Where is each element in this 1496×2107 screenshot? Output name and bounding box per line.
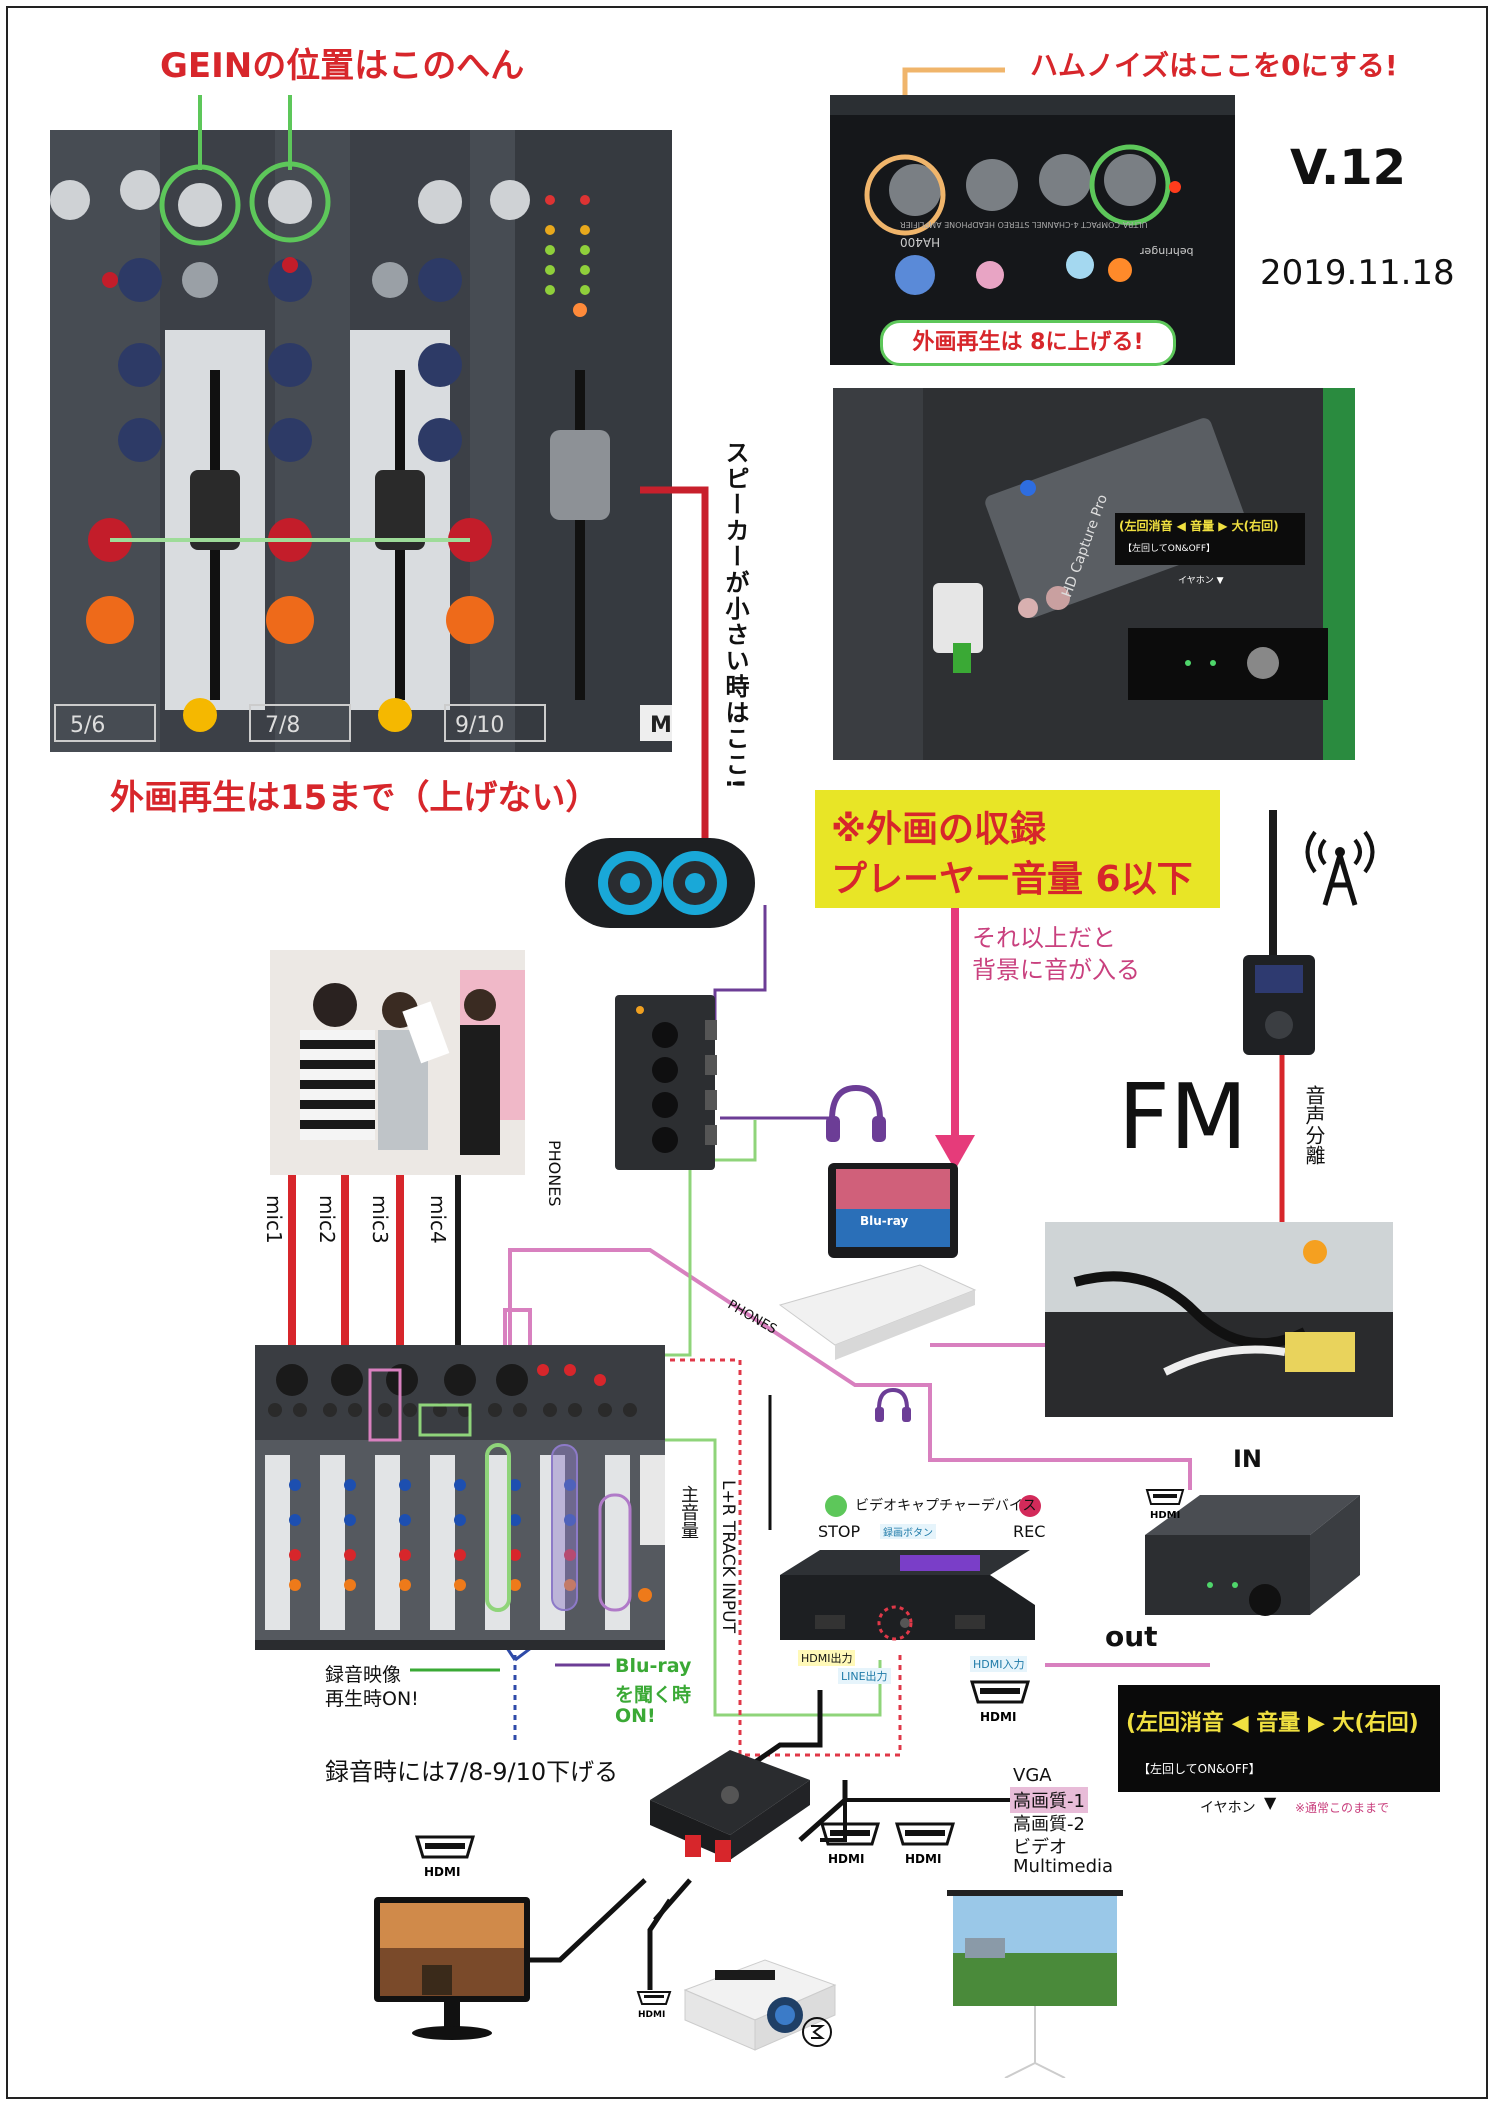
record-note: 録音時には7/8-9/10下げる bbox=[325, 1758, 619, 1786]
hdmi-capture-box bbox=[780, 1550, 1035, 1641]
capture-device-photo: HD Capture Pro (左回消音 ◀ 音量 ▶ 大(右回) 【左回してO… bbox=[833, 388, 1355, 760]
bluray-label-line2: を聞く時 bbox=[615, 1684, 692, 1706]
mic3-label: mic3 bbox=[368, 1195, 392, 1244]
hum-title: ハムノイズはここを0にする! bbox=[1030, 49, 1398, 82]
gain-title: GEINの位置はこのへん bbox=[160, 46, 525, 86]
small-headphones-icon bbox=[875, 1387, 911, 1422]
mixer-caption: 外画再生は15まで（上げない） bbox=[110, 778, 600, 818]
singers-drawing bbox=[270, 950, 525, 1175]
capture-stop-label: STOP bbox=[818, 1522, 861, 1541]
yellow-note-line1: ※外画の収録 bbox=[831, 809, 1046, 850]
capture-device-title: ビデオキャプチャーデバイス bbox=[855, 1498, 1037, 1514]
volume-info-box: (左回消音 ◀ 音量 ▶ 大(右回) 【左回してON&OFF】 bbox=[1118, 1685, 1440, 1792]
capture-photo-overlay: (左回消音 ◀ 音量 ▶ 大(右回) 【左回してON&OFF】 bbox=[1115, 513, 1305, 565]
projector-mode-hq2: 高画質-2 bbox=[1013, 1814, 1085, 1835]
hdmi-label-1: HDMI bbox=[1150, 1510, 1181, 1521]
hdmi-icon bbox=[970, 1680, 1030, 1704]
hdmi-icon bbox=[1145, 1489, 1185, 1505]
amp-model: HA400 bbox=[900, 235, 941, 249]
yellow-note-line2: プレーヤー音量 6以下 bbox=[831, 859, 1193, 900]
projector-screen bbox=[947, 1890, 1123, 2078]
capture-record-button-label[interactable]: 録画ボタン bbox=[880, 1524, 936, 1539]
amp-caption-badge: 外画再生は 8に上げる! bbox=[880, 320, 1176, 366]
line-out-label: LINE出力 bbox=[838, 1668, 891, 1684]
bluray-label-line1: Blu-ray bbox=[615, 1655, 692, 1677]
svg-text:Blu-ray: Blu-ray bbox=[860, 1214, 908, 1228]
converter-photo-drawing bbox=[1045, 1222, 1393, 1417]
bluray-player: Blu-ray bbox=[778, 1163, 977, 1360]
pink-note-line2: 背景に音が入る bbox=[972, 956, 1140, 984]
hdmi-label-6: HDMI bbox=[638, 2010, 666, 2020]
page-border bbox=[6, 6, 1488, 2099]
rec-video-label-line2: 再生時ON! bbox=[325, 1688, 419, 1710]
capture-rec-label: REC bbox=[1013, 1522, 1046, 1541]
projector-mode-multimedia: Multimedia bbox=[1013, 1856, 1114, 1877]
capture-photo-drawing bbox=[833, 388, 1355, 760]
power-icon bbox=[802, 2017, 832, 2047]
earphone-note: ※通常このままで bbox=[1295, 1801, 1390, 1815]
bluray-label-line3: ON! bbox=[615, 1705, 656, 1727]
capture-overlay-line1: (左回消音 ◀ 音量 ▶ 大(右回) bbox=[1119, 519, 1279, 533]
hdmi-label-5: HDMI bbox=[905, 1852, 942, 1866]
hdmi-icon bbox=[820, 1822, 880, 1846]
bluetooth-speaker bbox=[565, 838, 755, 928]
projector-mode-hq1: 高画質-1 bbox=[1010, 1787, 1088, 1813]
mic2-label: mic2 bbox=[315, 1195, 339, 1244]
amp-subtext: ULTRA-COMPACT 4-CHANNEL STEREO HEADPHONE… bbox=[900, 220, 1148, 229]
hdmi-in-label: HDMI入力 bbox=[970, 1656, 1028, 1672]
projector bbox=[683, 1959, 837, 2051]
yellow-note-box: ※外画の収録 プレーヤー音量 6以下 bbox=[815, 790, 1220, 908]
volume-info-line2: 【左回してON&OFF】 bbox=[1138, 1762, 1261, 1776]
extractor-out-label: out bbox=[1105, 1620, 1158, 1653]
track-input-label: L+R TRACK INPUT bbox=[718, 1480, 738, 1633]
pink-note-line1: それ以上だと bbox=[972, 924, 1116, 952]
mic1-label: mic1 bbox=[262, 1195, 286, 1244]
mixer-main-label: 主音量 bbox=[678, 1485, 699, 1539]
fm-vertical-note: 音声分離 bbox=[1302, 1085, 1326, 1165]
extractor-in-label: IN bbox=[1233, 1445, 1263, 1473]
projector-mode-video: ビデオ bbox=[1013, 1837, 1067, 1858]
hdmi-label-3: HDMI bbox=[424, 1865, 461, 1879]
version-label: V.12 bbox=[1290, 140, 1406, 196]
hdmi-switch bbox=[650, 1750, 810, 1862]
earphone-label: イヤホン bbox=[1200, 1800, 1256, 1816]
strip-label-main: M bbox=[650, 713, 672, 738]
amp-caption: 外画再生は 8に上げる! bbox=[912, 330, 1144, 355]
phones-label-vertical: PHONES bbox=[545, 1140, 564, 1207]
headphones-icon bbox=[826, 1084, 886, 1142]
volume-info-line1: (左回消音 ◀ 音量 ▶ 大(右回) bbox=[1126, 1711, 1419, 1736]
fm-receiver bbox=[1243, 810, 1315, 1055]
speaker-note: スピーカーが小さい時はここ! bbox=[721, 440, 749, 791]
hdmi-icon bbox=[895, 1822, 955, 1846]
capture-overlay-line3: イヤホン ▼ bbox=[1178, 576, 1224, 586]
projector-mode-vga: VGA bbox=[1013, 1765, 1052, 1786]
hdmi-icon bbox=[415, 1835, 475, 1859]
converter-photo bbox=[1045, 1222, 1393, 1417]
headphone-amp-device bbox=[615, 995, 717, 1170]
mixer-closeup-drawing bbox=[50, 130, 672, 752]
mixer-closeup-photo: 5/6 7/8 9/10 M bbox=[50, 130, 672, 752]
strip-label-9-10: 9/10 bbox=[455, 713, 505, 738]
hdmi-label-4: HDMI bbox=[828, 1852, 865, 1866]
hdmi-icon bbox=[636, 1991, 672, 2005]
date-label: 2019.11.18 bbox=[1260, 253, 1455, 293]
strip-label-5-6: 5/6 bbox=[70, 713, 106, 738]
rec-video-label-line1: 録音映像 bbox=[325, 1664, 402, 1686]
earphone-arrow-icon: ▼ bbox=[1264, 1793, 1277, 1812]
hdmi-label-2: HDMI bbox=[980, 1710, 1017, 1724]
fm-label: FM bbox=[1118, 1065, 1248, 1170]
main-mixer bbox=[255, 1345, 665, 1650]
singers-photo bbox=[270, 950, 525, 1175]
monitor bbox=[374, 1897, 530, 2040]
capture-status-indicators bbox=[825, 1495, 1041, 1517]
mic4-label: mic4 bbox=[426, 1195, 450, 1244]
amp-brand: behringer bbox=[1140, 245, 1194, 258]
strip-label-7-8: 7/8 bbox=[265, 713, 301, 738]
capture-overlay-line2: 【左回してON&OFF】 bbox=[1123, 544, 1216, 554]
antenna-icon bbox=[1305, 830, 1375, 906]
hdmi-audio-extractor bbox=[1145, 1495, 1360, 1616]
hdmi-out-label: HDMI出力 bbox=[798, 1650, 856, 1666]
